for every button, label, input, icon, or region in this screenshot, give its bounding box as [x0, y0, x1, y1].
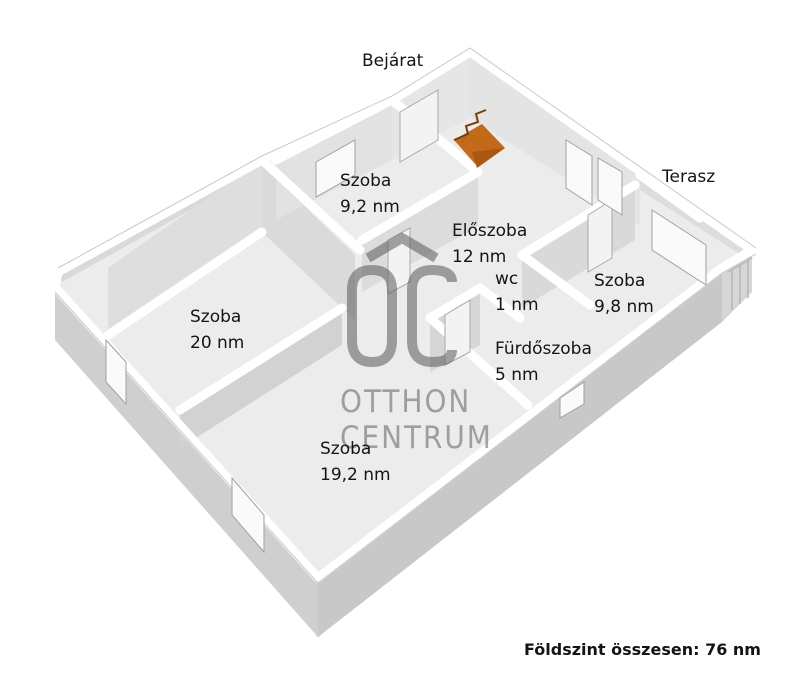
label-bathroom: Fürdőszoba 5 nm: [495, 339, 592, 385]
windows: [105, 139, 707, 554]
label-terrace: Terasz: [662, 167, 716, 187]
watermark-logo: [347, 232, 457, 368]
label-room-right: Szoba 9,8 nm: [594, 271, 654, 317]
label-room-bottom: Szoba 19,2 nm: [320, 439, 391, 485]
label-room-left: Szoba 20 nm: [190, 307, 245, 353]
watermark-line1: OTTHON: [340, 384, 472, 420]
wall-left-room-back: [108, 160, 262, 335]
label-room-top: Szoba 9,2 nm: [340, 171, 400, 217]
label-entrance: Bejárat: [362, 51, 424, 71]
wall-left-rooms-divider: [180, 308, 342, 448]
label-wc: wc 1 nm: [495, 269, 539, 315]
outer-wall-bottom-right-face: [318, 268, 722, 637]
label-hall: Előszoba 12 nm: [452, 221, 528, 267]
floor-total-area: Földszint összesen: 76 nm: [524, 640, 761, 659]
wall-top-outlines: [54, 47, 757, 584]
watermark-line2: CENTRUM: [340, 420, 493, 456]
terrace-railing: [727, 257, 753, 310]
stairs: [453, 109, 505, 168]
watermark: OTTHON CENTRUM: [340, 238, 493, 456]
